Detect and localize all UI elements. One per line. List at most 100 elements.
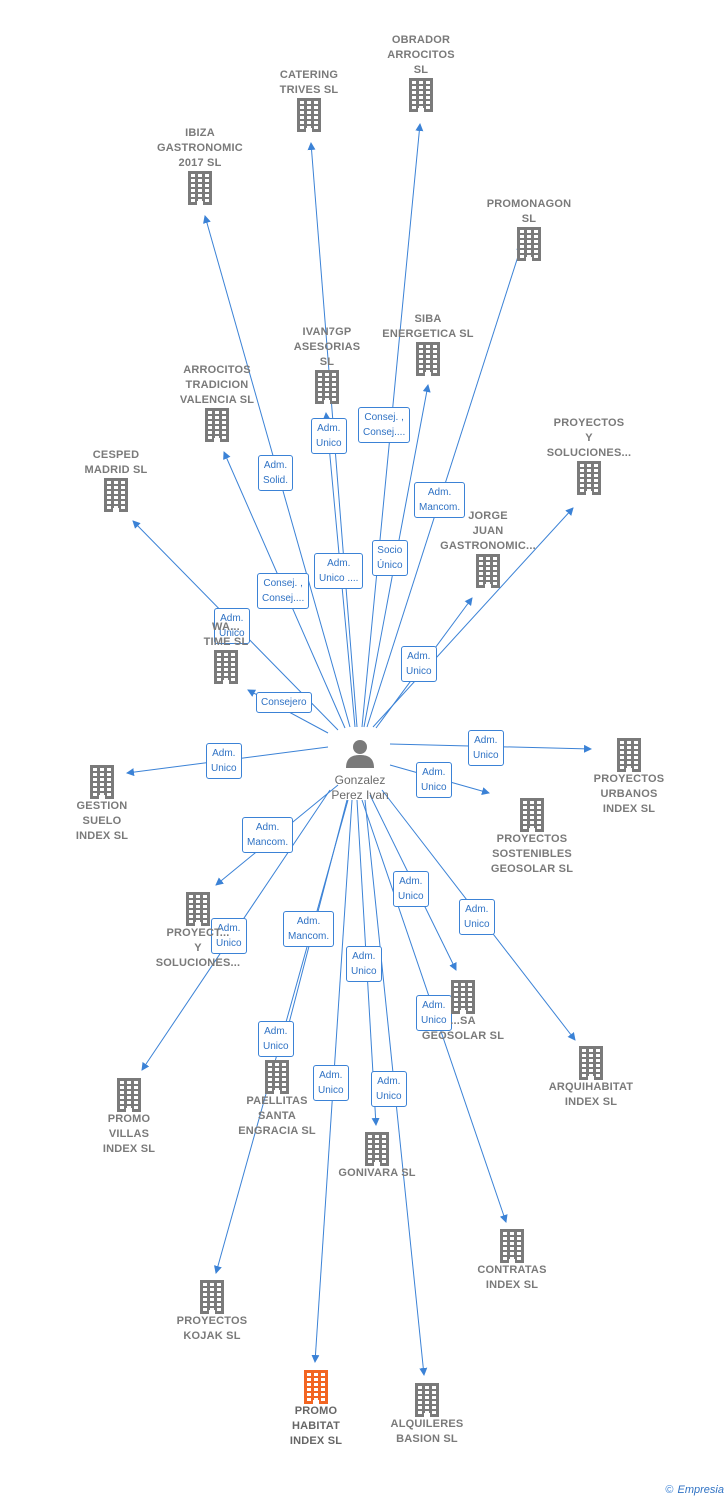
company-node-gonivara[interactable]: GONIVARA SL: [322, 1132, 432, 1181]
building-icon: [117, 1078, 141, 1112]
company-node-obrador[interactable]: OBRADOR ARROCITOS SL: [366, 33, 476, 112]
company-node-wa[interactable]: WA... TIME SL: [171, 620, 281, 684]
company-label: ARROCITOS TRADICION VALENCIA SL: [179, 364, 255, 406]
company-node-promo-villas[interactable]: PROMO VILLAS INDEX SL: [74, 1078, 184, 1157]
building-icon: [200, 1280, 224, 1314]
company-label: GONIVARA SL: [338, 1167, 416, 1179]
building-icon: [297, 98, 321, 132]
building-icon: [451, 980, 475, 1014]
company-node-jorge[interactable]: JORGE JUAN GASTRONOMIC...: [433, 509, 543, 588]
building-icon: [500, 1229, 524, 1263]
company-node-kojak[interactable]: PROYECTOS KOJAK SL: [157, 1280, 267, 1344]
company-label: GESTION SUELO INDEX SL: [75, 800, 129, 842]
company-node-alquileres[interactable]: ALQUILERES BASION SL: [372, 1383, 482, 1447]
company-label: IBIZA GASTRONOMIC 2017 SL: [157, 127, 243, 169]
edge-label-arrocitos[interactable]: Consej. , Consej....: [257, 573, 310, 609]
building-icon: [476, 554, 500, 588]
company-label: ARQUIHABITAT INDEX SL: [548, 1081, 634, 1108]
building-icon: [617, 738, 641, 772]
edge-label-obrador[interactable]: Socio Único: [372, 540, 408, 576]
building-icon: [205, 408, 229, 442]
edge-label-ibiza[interactable]: Adm. Solid.: [258, 455, 294, 491]
edge-label-arqui[interactable]: Adm. Unico: [459, 899, 495, 935]
company-node-proyectos-sol2[interactable]: PROYECT... Y SOLUCIONES...: [143, 892, 253, 971]
edge-label-sostenibles[interactable]: Adm. Unico: [416, 762, 452, 798]
person-name: Gonzalez Perez Ivan: [331, 773, 389, 802]
company-node-arrocitos[interactable]: ARROCITOS TRADICION VALENCIA SL: [162, 363, 272, 442]
edge-label-urbanos[interactable]: Adm. Unico: [468, 730, 504, 766]
edge-label-casa[interactable]: Adm. Unico: [393, 871, 429, 907]
edge-label-contratas[interactable]: Adm. Unico: [416, 995, 452, 1031]
building-icon: [577, 461, 601, 495]
building-icon: [409, 78, 433, 112]
edge-label-gonivara[interactable]: Adm. Unico: [346, 946, 382, 982]
company-node-promo-habitat[interactable]: PROMO HABITAT INDEX SL: [261, 1370, 371, 1449]
company-node-paellitas[interactable]: PAELLITAS SANTA ENGRACIA SL: [222, 1060, 332, 1139]
company-node-contratas[interactable]: CONTRATAS INDEX SL: [457, 1229, 567, 1293]
edge-label-cesped[interactable]: Adm. Unico: [214, 608, 250, 644]
edge-label-paellitas[interactable]: Adm. Unico: [258, 1021, 294, 1057]
building-icon: [315, 370, 339, 404]
company-node-ibiza[interactable]: IBIZA GASTRONOMIC 2017 SL: [145, 126, 255, 205]
company-label: PROMO VILLAS INDEX SL: [102, 1113, 156, 1155]
company-node-catering[interactable]: CATERING TRIVES SL: [254, 68, 364, 132]
company-label: PROYECTOS Y SOLUCIONES...: [546, 417, 632, 459]
company-label: PROMO HABITAT INDEX SL: [289, 1405, 343, 1447]
edge-label-promonagon[interactable]: Adm. Mancom.: [414, 482, 466, 518]
company-node-arquihabitat[interactable]: ARQUIHABITAT INDEX SL: [536, 1046, 646, 1110]
edge-label-alquileres[interactable]: Adm. Unico: [371, 1071, 407, 1107]
edge-label-proy2[interactable]: Adm. Mancom.: [242, 817, 294, 853]
edge-label-catering[interactable]: Adm. Unico ....: [314, 553, 364, 589]
building-icon: [186, 892, 210, 926]
company-label: PROYECTOS URBANOS INDEX SL: [593, 773, 665, 815]
building-icon: [579, 1046, 603, 1080]
building-icon: [104, 478, 128, 512]
copyright-icon: ©: [665, 1484, 674, 1496]
company-node-cesped[interactable]: CESPED MADRID SL: [61, 448, 171, 512]
building-icon: [90, 765, 114, 799]
edge-label-habitat[interactable]: Adm. Unico: [313, 1065, 349, 1101]
company-label: PAELLITAS SANTA ENGRACIA SL: [238, 1095, 316, 1137]
building-icon: [415, 1383, 439, 1417]
building-icon: [520, 798, 544, 832]
company-label: JORGE JUAN GASTRONOMIC...: [440, 510, 536, 552]
edge-label-villas[interactable]: Adm. Unico: [211, 918, 247, 954]
company-node-gestion[interactable]: GESTION SUELO INDEX SL: [47, 765, 157, 844]
building-icon: [214, 650, 238, 684]
brand-footer: ©Empresia: [665, 1484, 724, 1496]
brand-name: Empresia: [677, 1484, 724, 1496]
building-icon: [416, 342, 440, 376]
company-label: CONTRATAS INDEX SL: [477, 1264, 547, 1291]
building-icon: [517, 227, 541, 261]
edge-label-jorge[interactable]: Adm. Unico: [401, 646, 437, 682]
edge-label-ivan7gp[interactable]: Adm. Unico: [311, 418, 347, 454]
company-node-casa[interactable]: ...SA GEOSOLAR SL: [408, 980, 518, 1044]
building-icon: [304, 1370, 328, 1404]
company-label: ALQUILERES BASION SL: [390, 1418, 464, 1445]
company-label: SIBA ENERGETICA SL: [382, 313, 474, 340]
person-icon: [346, 740, 374, 768]
building-icon: [188, 171, 212, 205]
edge-label-wa[interactable]: Consejero: [256, 692, 312, 713]
company-label: IVAN7GP ASESORIAS SL: [293, 326, 361, 368]
company-node-promonagon[interactable]: PROMONAGON SL: [474, 197, 584, 261]
company-label: PROYECTOS SOSTENIBLES GEOSOLAR SL: [490, 833, 574, 875]
company-node-sostenibles[interactable]: PROYECTOS SOSTENIBLES GEOSOLAR SL: [477, 798, 587, 877]
edge-proyectos_sol1: [372, 507, 574, 728]
edge-label-siba[interactable]: Consej. , Consej....: [358, 407, 411, 443]
company-node-siba[interactable]: SIBA ENERGETICA SL: [373, 312, 483, 376]
company-label: CATERING TRIVES SL: [279, 69, 339, 96]
company-label: WA... TIME SL: [203, 621, 249, 648]
company-label: PROYECTOS KOJAK SL: [176, 1315, 248, 1342]
edge-label-kojak[interactable]: Adm. Mancom.: [283, 911, 335, 947]
building-icon: [365, 1132, 389, 1166]
company-node-proyectos-sol1[interactable]: PROYECTOS Y SOLUCIONES...: [534, 416, 644, 495]
building-icon: [265, 1060, 289, 1094]
company-label: PROYECT... Y SOLUCIONES...: [155, 927, 241, 969]
edge-label-gestion[interactable]: Adm. Unico: [206, 743, 242, 779]
company-node-ivan7gp[interactable]: IVAN7GP ASESORIAS SL: [272, 325, 382, 404]
company-node-urbanos[interactable]: PROYECTOS URBANOS INDEX SL: [574, 738, 684, 817]
person-node[interactable]: Gonzalez Perez Ivan: [320, 738, 400, 803]
company-label: OBRADOR ARROCITOS SL: [387, 34, 455, 76]
